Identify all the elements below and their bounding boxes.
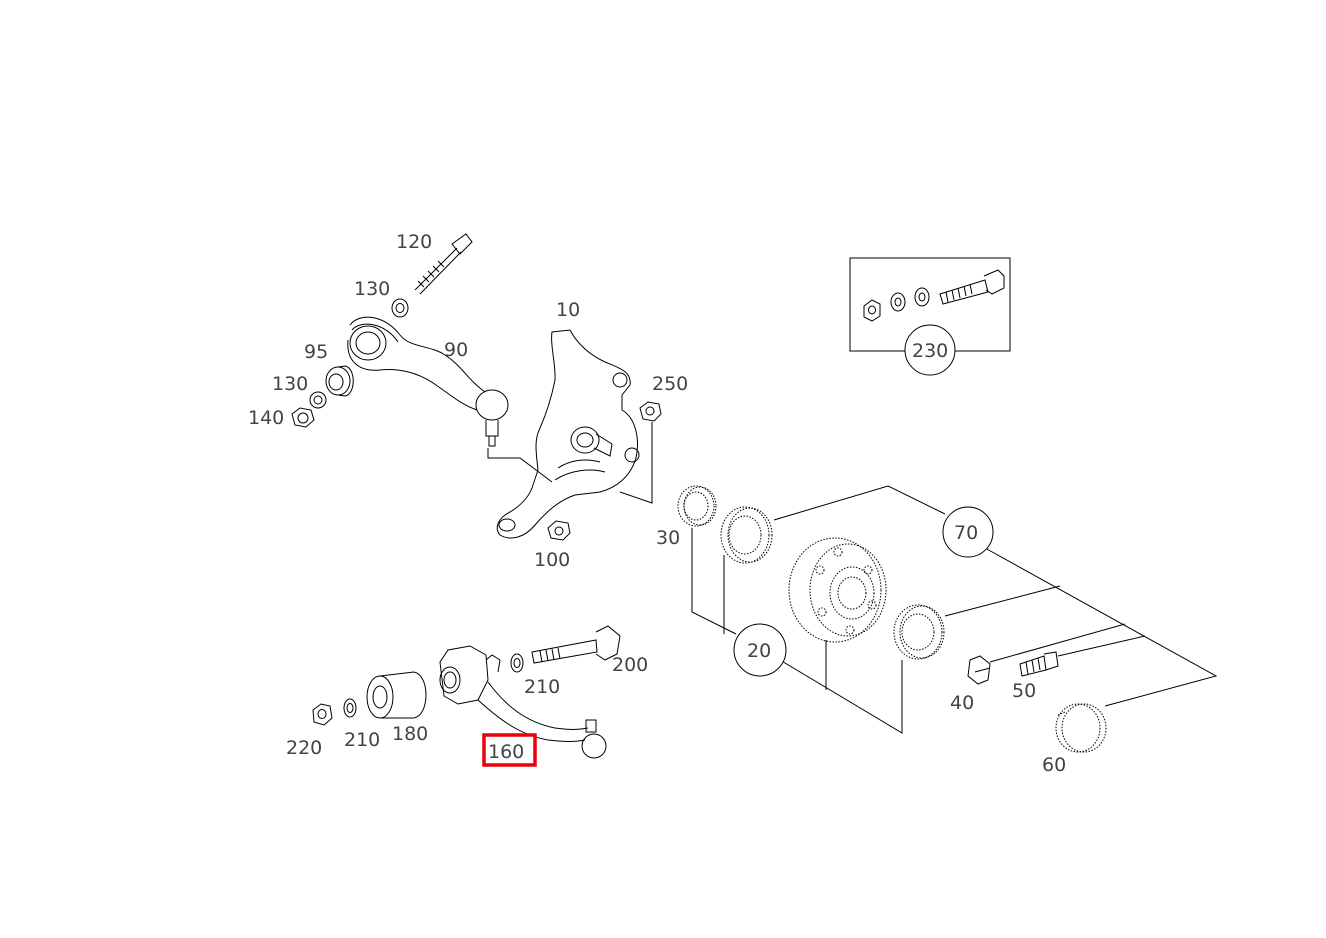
callout-label-40[interactable]: 40 [950, 692, 974, 714]
bolt-120-drawing[interactable] [414, 233, 473, 295]
nut-100-drawing[interactable] [547, 520, 571, 541]
callout-label-20[interactable]: 20 [747, 640, 771, 662]
washer-210-left-drawing[interactable] [343, 698, 357, 718]
bolt-200-drawing[interactable] [531, 625, 621, 664]
callout-circle-20 [733, 623, 787, 677]
callout-label-210-right[interactable]: 210 [524, 676, 560, 698]
callout-label-210-left[interactable]: 210 [344, 729, 380, 751]
callout-label-50[interactable]: 50 [1012, 680, 1036, 702]
callout-label-10[interactable]: 10 [556, 299, 580, 321]
nut-250-drawing[interactable] [639, 401, 662, 422]
callout-label-100[interactable]: 100 [534, 549, 570, 571]
bushing-95-drawing[interactable] [325, 365, 354, 397]
callout-label-200[interactable]: 200 [612, 654, 648, 676]
callout-label-95[interactable]: 95 [304, 341, 328, 363]
callout-label-60[interactable]: 60 [1042, 754, 1066, 776]
nut-140-drawing[interactable] [291, 407, 315, 428]
washer-210-right-drawing[interactable] [510, 653, 524, 673]
steering-knuckle-10-drawing[interactable] [496, 329, 640, 539]
bearing-20-inner-drawing[interactable] [893, 604, 945, 660]
bushing-180-drawing[interactable] [366, 671, 427, 719]
callout-label-30[interactable]: 30 [656, 527, 680, 549]
lower-control-arm-160-drawing[interactable] [439, 645, 607, 759]
washer-130-upper-drawing[interactable] [391, 298, 409, 318]
callout-labels: 120 130 10 95 90 130 250 140 230 70 30 1… [248, 231, 1066, 776]
callout-label-220[interactable]: 220 [286, 737, 322, 759]
callout-label-130-upper[interactable]: 130 [354, 278, 390, 300]
callout-circle-70 [942, 506, 994, 558]
highlight-box-160 [482, 733, 537, 767]
seal-ring-30-drawing[interactable] [677, 485, 717, 527]
grease-cap-60-drawing[interactable] [1055, 703, 1107, 753]
callout-label-180[interactable]: 180 [392, 723, 428, 745]
leader-lines [487, 422, 1218, 734]
callout-label-70[interactable]: 70 [954, 522, 978, 544]
nut-220-drawing[interactable] [312, 703, 333, 726]
callout-label-130-lower[interactable]: 130 [272, 373, 308, 395]
callout-label-230[interactable]: 230 [912, 340, 948, 362]
clamp-40-drawing[interactable] [967, 655, 991, 685]
callout-label-160[interactable]: 160 [488, 741, 524, 763]
callout-label-250[interactable]: 250 [652, 373, 688, 395]
callout-label-90[interactable]: 90 [444, 339, 468, 361]
callout-label-140[interactable]: 140 [248, 407, 284, 429]
wheel-hub-drawing[interactable] [788, 537, 887, 643]
washer-130-lower-drawing[interactable] [309, 391, 327, 409]
callout-circle-230 [904, 324, 956, 376]
callout-label-120[interactable]: 120 [396, 231, 432, 253]
callout-circles [733, 324, 994, 677]
bearing-20-outer-drawing[interactable] [720, 506, 773, 564]
screw-50-drawing[interactable] [1019, 651, 1059, 677]
upper-control-arm-90-drawing[interactable] [347, 316, 509, 447]
